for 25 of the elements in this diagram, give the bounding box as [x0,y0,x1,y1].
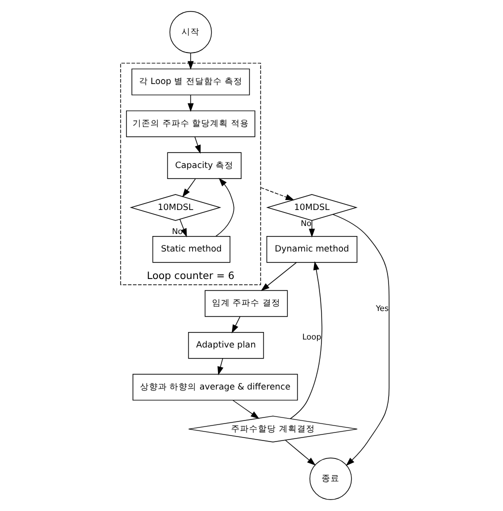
arrow [214,178,234,237]
arrow [232,400,259,419]
arrow [182,178,196,198]
arrow [260,262,296,292]
arrow [290,261,322,419]
node-circle: 종료 [308,458,352,500]
node-box: 기존의 주파수 할당계획 적용 [126,110,255,138]
arrow [217,358,223,376]
node-box: 상향과 하향의 average & difference [132,374,298,401]
arrow [284,440,316,466]
node-circle: 시작 [168,11,212,54]
node-box: Static method [152,236,230,263]
node-box: 임계 주파수 결정 [204,290,288,317]
node-box: Adaptive plan [188,332,264,359]
node-box: Capacity 측정 [166,152,242,179]
node-diamond: 주파수할당 계획결정 [188,416,358,442]
node-box: 각 Loop 별 전달함수 측정 [130,68,250,96]
arrow [194,136,200,154]
node-diamond: 10MDSL [129,194,221,221]
arrow [178,218,186,238]
arrow [231,316,240,334]
node-box: Dynamic method [266,236,357,263]
arrow [332,214,389,466]
arrow [308,220,314,238]
arrow [260,187,294,200]
